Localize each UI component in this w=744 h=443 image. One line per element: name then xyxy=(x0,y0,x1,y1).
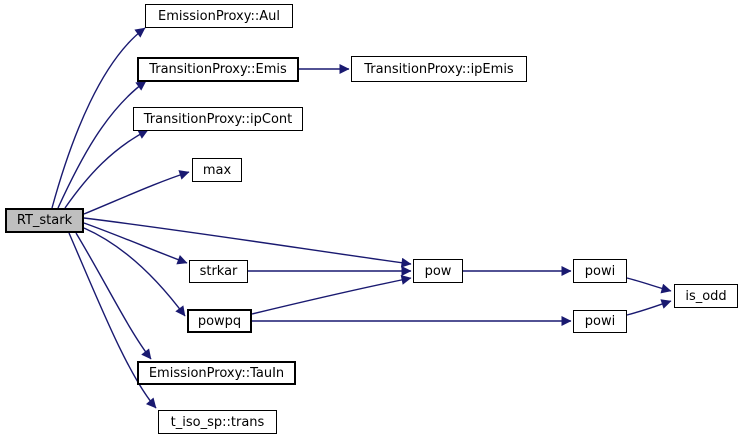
node-max[interactable]: max xyxy=(192,158,242,182)
edge-rt-stark-to-aul xyxy=(51,27,146,209)
node-transitionproxy-ipemis[interactable]: TransitionProxy::ipEmis xyxy=(351,56,527,82)
node-pow[interactable]: pow xyxy=(413,259,463,283)
node-emissionproxy-aul[interactable]: EmissionProxy::Aul xyxy=(145,4,293,28)
edge-powpq-to-pow xyxy=(251,275,412,315)
node-is-odd[interactable]: is_odd xyxy=(674,284,738,308)
node-powi-bottom[interactable]: powi xyxy=(573,310,627,333)
node-powpq[interactable]: powpq xyxy=(187,309,252,333)
node-powi-top[interactable]: powi xyxy=(573,259,627,283)
node-strkar[interactable]: strkar xyxy=(189,260,248,283)
edge-rt-stark-to-strkar xyxy=(83,222,188,265)
edge-powi-top-to-is-odd xyxy=(626,277,672,294)
edge-rt-stark-to-emis xyxy=(57,80,147,209)
edge-rt-stark-to-pow xyxy=(83,217,412,268)
edge-rt-stark-to-tauin xyxy=(75,232,152,360)
node-transitionproxy-ipcont[interactable]: TransitionProxy::ipCont xyxy=(133,107,303,131)
node-transitionproxy-emis[interactable]: TransitionProxy::Emis xyxy=(137,57,299,82)
node-rt-stark: RT_stark xyxy=(5,208,84,233)
edge-rt-stark-to-max xyxy=(83,170,190,215)
edge-rt-stark-to-ipcont xyxy=(64,129,149,209)
node-emissionproxy-tauin[interactable]: EmissionProxy::TauIn xyxy=(137,361,296,385)
edge-rt-stark-to-powpq xyxy=(83,227,186,317)
node-t-iso-sp-trans[interactable]: t_iso_sp::trans xyxy=(158,410,277,434)
edge-powi-bottom-to-is-odd xyxy=(626,299,672,316)
edge-rt-stark-to-trans xyxy=(68,232,157,409)
